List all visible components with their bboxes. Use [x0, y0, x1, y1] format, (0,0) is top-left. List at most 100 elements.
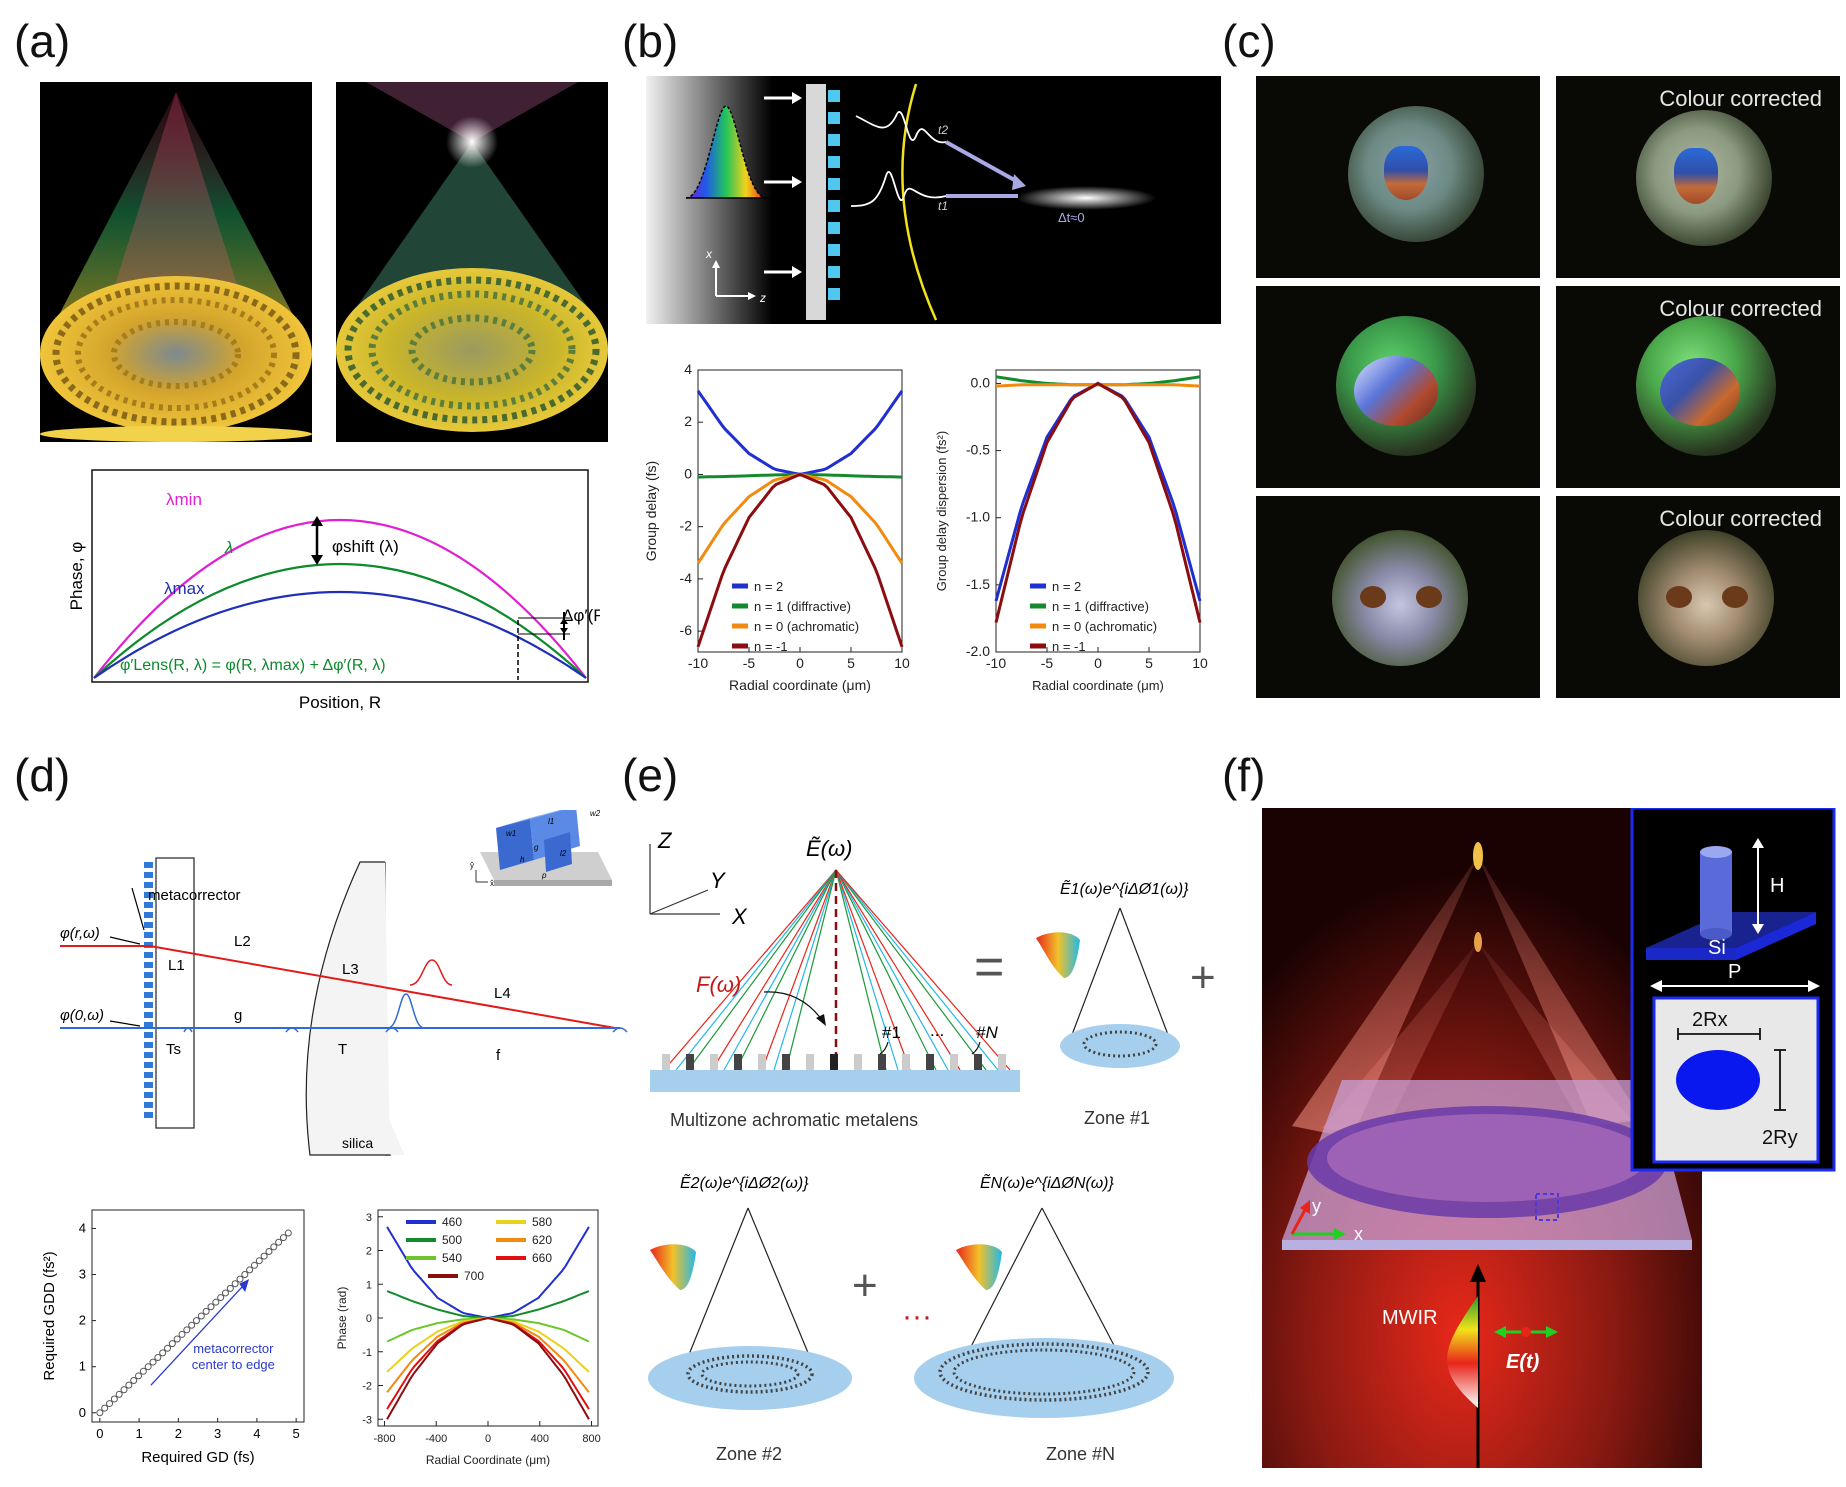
- legend-label: n = 2: [754, 579, 783, 594]
- legend-label: 540: [442, 1251, 462, 1265]
- y-tick-label: 0: [366, 1313, 372, 1325]
- e-metalens-caption: Multizone achromatic metalens: [670, 1110, 918, 1130]
- x-tick-label: 5: [293, 1426, 300, 1441]
- scatter-point: [226, 1284, 234, 1292]
- panel-label-f: (f): [1222, 749, 1266, 801]
- d-phi-0: φ(0,ω): [60, 1007, 104, 1024]
- legend-label: 500: [442, 1233, 462, 1247]
- scatter-point: [96, 1409, 104, 1417]
- d-phi-r: φ(r,ω): [60, 925, 100, 942]
- x-tick-label: 0: [1094, 655, 1102, 671]
- d-silica: silica: [342, 1135, 373, 1151]
- d-inset-p: p: [541, 871, 547, 880]
- panel-label-b: (b): [622, 15, 679, 67]
- scatter-point: [101, 1404, 109, 1412]
- a-metalens-render-left: [40, 82, 312, 442]
- e-zone1-caption: Zone #1: [1084, 1108, 1150, 1128]
- series-line-n-1: [696, 472, 904, 648]
- b-t2: t2: [938, 123, 948, 137]
- scatter-point: [212, 1298, 220, 1306]
- c-image-uncorrected-2: [1256, 286, 1540, 488]
- d-inset-w1: w1: [506, 829, 516, 838]
- legend-label: 580: [532, 1215, 552, 1229]
- d-L3: L3: [342, 961, 359, 978]
- e-E2: Ẽ2(ω)e^{iΔØ2(ω)}: [680, 1172, 809, 1192]
- scatter-point: [231, 1280, 239, 1288]
- d-L4: L4: [494, 985, 511, 1002]
- y-tick-label: -2.0: [966, 643, 990, 659]
- y-axis-label: Required GDD (fs²): [41, 1251, 58, 1380]
- y-tick-label: 2: [79, 1313, 86, 1328]
- x-tick-label: -10: [986, 655, 1006, 671]
- d-inset-w2: w2: [590, 810, 601, 818]
- c-caption-3: Colour corrected: [1659, 506, 1822, 531]
- y-tick-label: 3: [79, 1267, 86, 1282]
- a-lambda-min: λmin: [166, 490, 202, 509]
- legend-label: n = -1: [1052, 639, 1086, 654]
- scatter-point: [178, 1330, 186, 1338]
- b-axis-x: x: [705, 247, 713, 261]
- d-metacorrector-label: metacorrector: [148, 887, 241, 904]
- y-tick-label: 2: [366, 1246, 372, 1258]
- scatter-point: [188, 1321, 196, 1329]
- c-row: Colour corrected: [1256, 286, 1840, 488]
- b-pulse-schematic: x z t2 t1 Δt≈0: [646, 76, 1221, 324]
- panel-label-c: (c): [1222, 15, 1276, 67]
- scatter-point: [270, 1243, 278, 1251]
- e-E-omega: Ẽ(ω): [806, 836, 852, 861]
- y-tick-label: -1: [362, 1347, 372, 1359]
- y-tick-label: 0.0: [971, 374, 991, 390]
- y-tick-label: -6: [680, 622, 693, 638]
- y-tick-label: -1.5: [966, 576, 990, 592]
- e-zone-marker-N: #N: [976, 1023, 998, 1042]
- f-axis-y: y: [1312, 1196, 1321, 1216]
- c-image-corrected-2: Colour corrected: [1556, 286, 1840, 488]
- c-image-corrected-3: Colour corrected: [1556, 496, 1840, 698]
- y-axis-label: Phase (rad): [335, 1287, 349, 1350]
- trend-arrow: [150, 1283, 246, 1386]
- x-tick-label: 10: [894, 655, 910, 671]
- f-mwir-label: MWIR: [1382, 1307, 1438, 1329]
- scatter-point: [159, 1349, 167, 1357]
- y-tick-label: 3: [366, 1212, 372, 1224]
- d-inset-h: h: [520, 855, 525, 864]
- x-tick-label: 400: [531, 1433, 549, 1445]
- scatter-point: [236, 1275, 244, 1283]
- x-tick-label: -400: [425, 1433, 447, 1445]
- e-axis-x: X: [731, 904, 748, 929]
- x-tick-label: 3: [214, 1426, 221, 1441]
- a-delta-phi: Δφ′(R, λ): [562, 606, 600, 625]
- d-g: g: [234, 1007, 242, 1024]
- c-caption-2: Colour corrected: [1659, 296, 1822, 321]
- d-inset-x: x̂: [490, 879, 494, 888]
- e-plus-2: +: [852, 1261, 878, 1310]
- y-tick-label: 4: [684, 361, 692, 377]
- d-inset-y: ŷ: [470, 861, 474, 870]
- f-Rx-label: 2Rx: [1692, 1009, 1728, 1031]
- e-zone-2: Ẽ2(ω)e^{iΔØ2(ω)} Zone #2: [648, 1172, 852, 1464]
- scatter-point: [275, 1238, 283, 1246]
- c-image-uncorrected-1: [1256, 76, 1540, 278]
- a-metalens-render-right: [336, 82, 608, 442]
- y-tick-label: -4: [680, 570, 693, 586]
- scatter-point: [110, 1395, 118, 1403]
- scatter-point: [246, 1266, 254, 1274]
- e-zoneN-caption: Zone #N: [1046, 1444, 1115, 1464]
- legend-label: n = 1 (diffractive): [1052, 599, 1149, 614]
- e-axis-y: Y: [710, 868, 726, 893]
- scatter-point: [221, 1289, 229, 1297]
- legend-label: n = 1 (diffractive): [754, 599, 851, 614]
- f-mwir-metalens-schematic: y x MWIR E(t) H Si P 2Rx 2Ry: [1262, 808, 1836, 1468]
- e-F-omega: F(ω): [696, 972, 741, 997]
- d-inset-l2: l2: [560, 849, 567, 858]
- f-unit-cell-inset: H Si P 2Rx 2Ry: [1630, 808, 1836, 1172]
- a-ylabel: Phase, φ: [67, 542, 86, 611]
- scatter-point: [279, 1234, 287, 1242]
- panel-label-a: (a): [14, 15, 71, 67]
- x-tick-label: -10: [688, 655, 708, 671]
- c-image-uncorrected-3: [1256, 496, 1540, 698]
- y-tick-label: 4: [79, 1220, 86, 1235]
